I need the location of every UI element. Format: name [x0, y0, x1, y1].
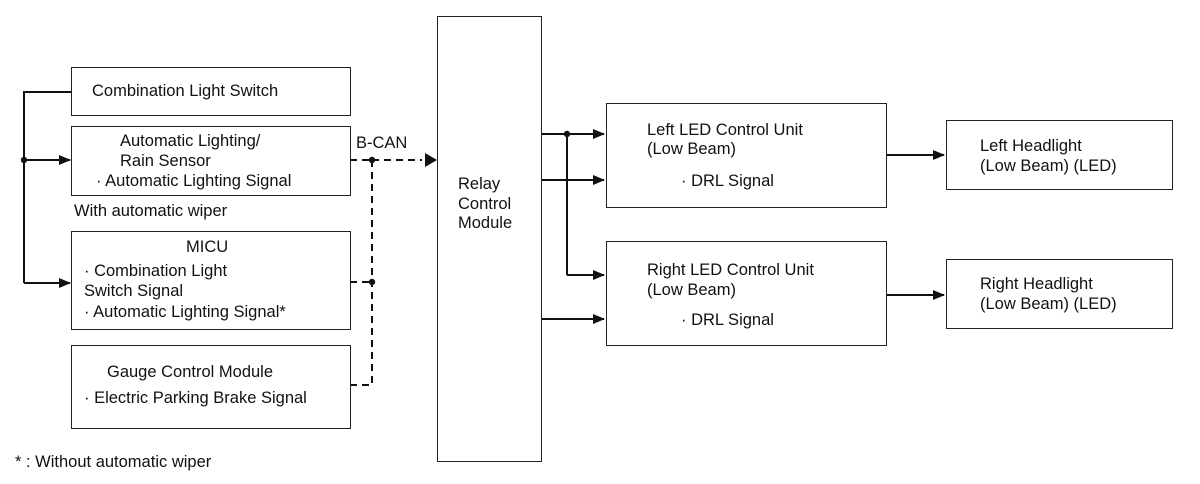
- right-led-drl-signal: · DRL Signal: [681, 311, 774, 329]
- auto-sensor-note: With automatic wiper: [74, 202, 228, 220]
- auto-sensor-signal: · Automatic Lighting Signal: [96, 172, 292, 190]
- b-can-label: B-CAN: [356, 134, 408, 152]
- footnote: * : Without automatic wiper: [15, 453, 212, 471]
- left-headlight-box: [946, 120, 1173, 190]
- micu-signal-combination-line1: · Combination Light: [84, 262, 228, 280]
- b-can-arrowhead: [425, 153, 437, 167]
- right-led-title-line2: (Low Beam): [647, 281, 736, 299]
- micu-title: MICU: [186, 238, 229, 256]
- relay-control-module-box: [437, 16, 542, 462]
- micu-signal-auto-lighting: · Automatic Lighting Signal*: [84, 303, 286, 321]
- relay-junction-dot: [563, 130, 571, 138]
- input-bracket-line: [23, 91, 71, 283]
- gauge-parking-brake-signal: · Electric Parking Brake Signal: [84, 389, 307, 407]
- gauge-control-module-box: [71, 345, 351, 429]
- relay-label-line3: Module: [458, 214, 513, 232]
- right-led-title-line1: Right LED Control Unit: [647, 261, 814, 279]
- auto-sensor-title-line1: Automatic Lighting/: [120, 132, 261, 150]
- b-can-bus: [350, 159, 422, 386]
- left-led-title-line1: Left LED Control Unit: [647, 121, 803, 139]
- junction-dot: [20, 156, 28, 164]
- relay-label-line1: Relay: [458, 175, 501, 193]
- auto-sensor-title-line2: Rain Sensor: [120, 152, 211, 170]
- bus-junction-dot: [368, 156, 376, 164]
- left-headlight-line1: Left Headlight: [980, 137, 1082, 155]
- micu-signal-combination-line2: Switch Signal: [84, 282, 184, 300]
- left-led-title-line2: (Low Beam): [647, 140, 736, 158]
- left-led-control-unit-box: [606, 103, 887, 208]
- right-led-control-unit-box: [606, 241, 887, 346]
- combination-light-switch-box: [71, 67, 351, 116]
- auto-lighting-sensor-box: [71, 126, 351, 196]
- right-headlight-line2: (Low Beam) (LED): [980, 295, 1117, 313]
- left-led-drl-signal: · DRL Signal: [681, 172, 774, 190]
- relay-label-line2: Control: [458, 195, 512, 213]
- left-headlight-line2: (Low Beam) (LED): [980, 157, 1117, 175]
- combination-light-switch-label: Combination Light Switch: [92, 82, 279, 100]
- gauge-control-module-title: Gauge Control Module: [107, 363, 274, 381]
- micu-box: [71, 231, 351, 330]
- bus-junction-dot: [368, 278, 376, 286]
- right-headlight-box: [946, 259, 1173, 329]
- right-headlight-line1: Right Headlight: [980, 275, 1093, 293]
